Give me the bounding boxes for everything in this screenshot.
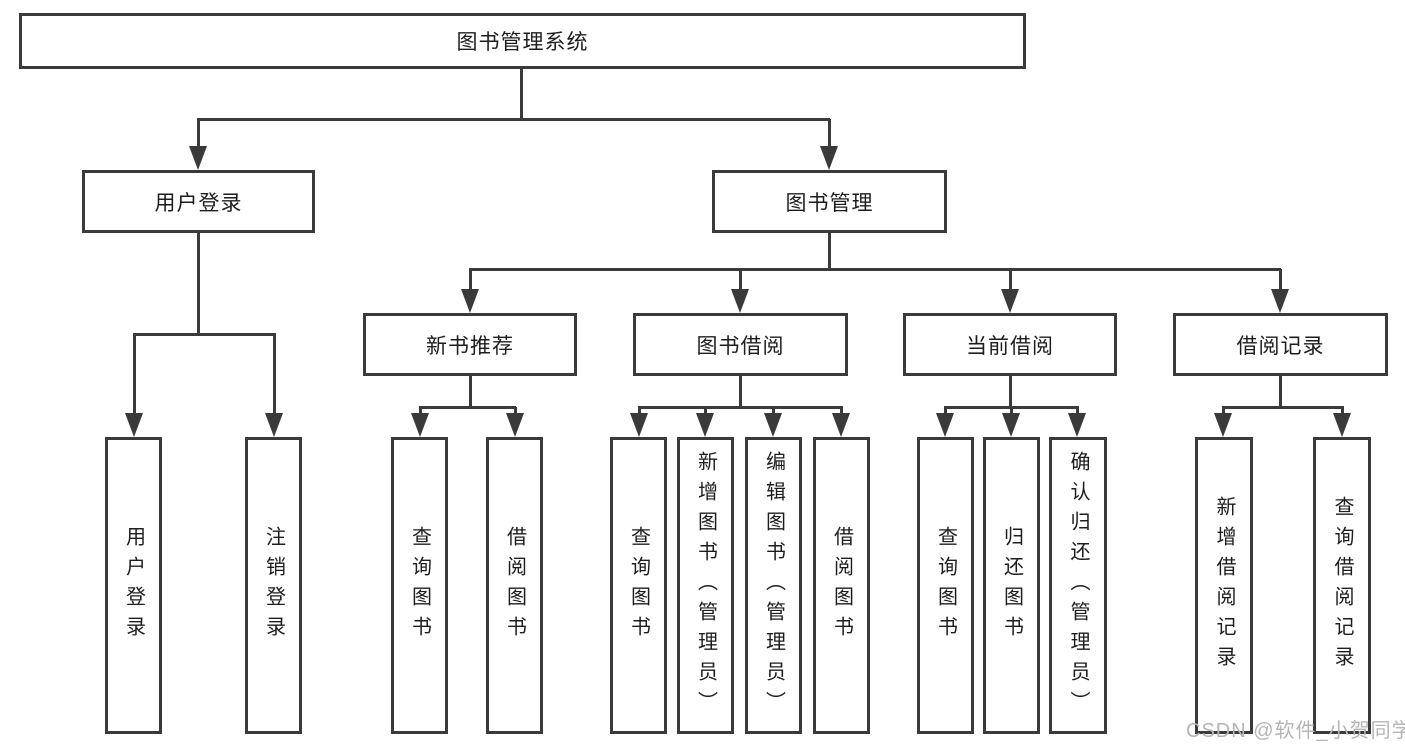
leaf-borrow-books: 借阅图书: [813, 437, 870, 734]
node-library-system-label: 图书管理系统: [456, 31, 589, 54]
connector-line: [840, 407, 843, 416]
connector-line: [1222, 407, 1225, 416]
leaf-logout: 注销登录: [245, 437, 302, 734]
connector-line: [772, 407, 775, 416]
leaf-edit-books-admin: 编辑图书（管理员）: [745, 437, 802, 734]
arrow-down-icon: [125, 413, 143, 437]
connector-line: [1341, 407, 1344, 416]
node-user-login: 用户登录: [82, 170, 315, 233]
connector-line: [828, 233, 831, 270]
arrow-down-icon: [936, 413, 954, 437]
leaf-query-books-borrowing: 查询图书: [610, 437, 667, 734]
leaf-query-borrow-record-label: 查询借阅记录: [1331, 495, 1353, 676]
connector-line: [704, 407, 707, 416]
leaf-query-books-borrowing-label: 查询图书: [627, 525, 650, 646]
arrow-down-icon: [1001, 289, 1019, 313]
connector-line: [197, 233, 200, 335]
leaf-confirm-return-admin: 确认归还（管理员）: [1049, 437, 1107, 734]
leaf-borrow-books-recommend-label: 借阅图书: [503, 525, 526, 646]
arrow-down-icon: [832, 413, 850, 437]
node-book-borrowing: 图书借阅: [633, 313, 848, 376]
node-current-borrowing: 当前借阅: [903, 313, 1117, 376]
leaf-add-borrow-record-label: 新增借阅记录: [1213, 495, 1235, 676]
node-book-management-label: 图书管理: [785, 191, 874, 215]
connector-line: [1279, 376, 1282, 407]
leaf-logout-label: 注销登录: [262, 525, 285, 646]
arrow-down-icon: [731, 289, 749, 313]
leaf-add-books-admin-label: 新增图书（管理员）: [694, 450, 717, 721]
arrow-down-icon: [1333, 413, 1351, 437]
connector-line: [739, 269, 742, 292]
connector-line: [133, 334, 136, 416]
node-book-borrowing-label: 图书借阅: [696, 334, 785, 358]
arrow-down-icon: [411, 413, 429, 437]
leaf-borrow-books-recommend: 借阅图书: [486, 437, 543, 734]
connector-line: [1279, 269, 1282, 292]
connector-line: [638, 407, 641, 416]
leaf-borrow-books-label: 借阅图书: [830, 525, 853, 646]
arrow-down-icon: [630, 413, 648, 437]
node-borrowing-records: 借阅记录: [1173, 313, 1388, 376]
connector-line: [1076, 407, 1079, 416]
leaf-confirm-return-admin-label: 确认归还（管理员）: [1067, 450, 1089, 721]
connector-line: [419, 406, 516, 409]
connector-line: [419, 407, 422, 416]
arrow-down-icon: [764, 413, 782, 437]
node-book-management: 图书管理: [712, 170, 947, 233]
arrow-down-icon: [189, 146, 207, 170]
leaf-user-login-label: 用户登录: [122, 525, 145, 646]
leaf-return-books: 归还图书: [983, 437, 1040, 734]
connector-line: [469, 269, 472, 292]
leaf-query-books-recommend-label: 查询图书: [408, 525, 431, 646]
arrow-down-icon: [506, 413, 524, 437]
connector-line: [944, 407, 947, 416]
leaf-query-books-current: 查询图书: [917, 437, 974, 734]
arrow-down-icon: [1271, 289, 1289, 313]
arrow-down-icon: [265, 413, 283, 437]
connector-line: [469, 268, 1281, 271]
connector-line: [1009, 376, 1012, 407]
node-new-book-recommend-label: 新书推荐: [426, 334, 514, 358]
connector-line: [1010, 407, 1013, 416]
connector-line: [469, 376, 472, 407]
connector-line: [197, 119, 200, 148]
arrow-down-icon: [696, 413, 714, 437]
connector-line: [273, 334, 276, 416]
leaf-query-books-current-label: 查询图书: [934, 525, 957, 646]
connector-line: [1222, 406, 1344, 409]
leaf-return-books-label: 归还图书: [1000, 525, 1023, 646]
connector-line: [828, 119, 831, 148]
leaf-query-books-recommend: 查询图书: [391, 437, 448, 734]
node-current-borrowing-label: 当前借阅: [966, 334, 1054, 358]
arrow-down-icon: [1002, 413, 1020, 437]
leaf-query-borrow-record: 查询借阅记录: [1313, 437, 1371, 734]
arrow-down-icon: [1214, 413, 1232, 437]
leaf-add-borrow-record: 新增借阅记录: [1195, 437, 1253, 734]
connector-line: [638, 406, 843, 409]
node-library-system: 图书管理系统: [19, 13, 1026, 69]
leaf-edit-books-admin-label: 编辑图书（管理员）: [762, 450, 785, 721]
node-user-login-label: 用户登录: [154, 191, 243, 215]
connector-line: [197, 118, 830, 121]
node-new-book-recommend: 新书推荐: [363, 313, 577, 376]
connector-line: [133, 333, 276, 336]
arrow-down-icon: [820, 146, 838, 170]
leaf-add-books-admin: 新增图书（管理员）: [677, 437, 734, 734]
leaf-user-login: 用户登录: [105, 437, 162, 734]
connector-line: [1009, 269, 1012, 292]
connector-line: [514, 407, 517, 416]
watermark: CSDN @软件_小贺同学: [1186, 720, 1405, 742]
arrow-down-icon: [461, 289, 479, 313]
connector-line: [739, 376, 742, 407]
connector-line: [520, 69, 523, 120]
arrow-down-icon: [1068, 413, 1086, 437]
node-borrowing-records-label: 借阅记录: [1236, 334, 1325, 358]
